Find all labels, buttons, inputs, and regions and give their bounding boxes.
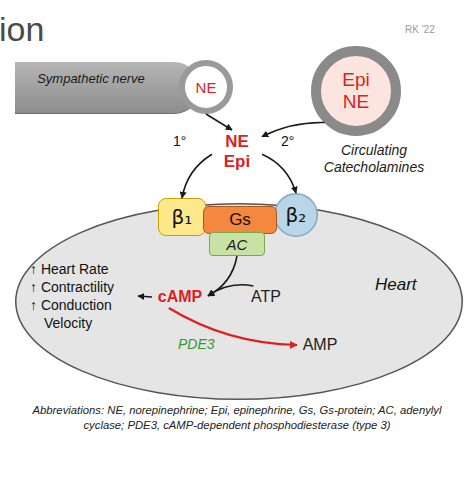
nerve-band: Sympathetic nerveNE <box>15 62 200 114</box>
node-text: Sympathetic nerve <box>21 71 161 87</box>
connector-arrow <box>262 154 296 193</box>
connector-arrow <box>138 296 152 297</box>
node-text: β₁ <box>172 205 193 229</box>
node-text: Epi NE <box>336 69 376 113</box>
receptor-circle: β₂ <box>274 193 318 237</box>
shape-ellipse <box>16 204 463 400</box>
molecule-text-node: ATP <box>245 286 287 308</box>
shape-ellipse <box>316 51 396 131</box>
node-text: AC <box>227 236 248 253</box>
g-protein-box: Gs <box>203 206 277 234</box>
connector-arrow <box>182 154 212 198</box>
receptor-box: β₁ <box>158 198 206 236</box>
node-text: Heart <box>375 275 417 295</box>
node-text: NE <box>196 79 217 96</box>
edge-label: PDE3 <box>178 336 215 352</box>
connector-arrow <box>208 256 237 296</box>
connector-arrow <box>206 114 232 130</box>
effects-list: ↑ Heart Rate↑ Contractility↑ Conduction … <box>30 260 138 332</box>
heading: ion <box>0 10 44 49</box>
nerve-terminal-circle: NE <box>179 60 233 114</box>
node-text: Circulating Catecholamines <box>289 142 459 176</box>
enzyme-box: AC <box>209 232 265 256</box>
node-text: cAMP <box>158 288 202 306</box>
edge-label: 1° <box>173 133 186 149</box>
shape-ellipse <box>275 194 318 237</box>
node-text: ↑ Contractility <box>30 278 117 296</box>
author-note: RK '22 <box>405 24 435 35</box>
node-text: AMP <box>303 336 338 354</box>
node-text: β₂ <box>286 203 307 227</box>
heart-cell: Heart β₁ Gs β₂ AC ↑ Heart Rate↑ Contractility… <box>15 203 463 400</box>
molecule-text-node: cAMP <box>152 286 208 308</box>
connector-arrow <box>208 285 253 296</box>
node-text: ↑ Conduction Velocity <box>30 296 138 332</box>
caption: Abbreviations: NE, norepinephrine; Epi, … <box>31 403 443 433</box>
node-text: ↑ Heart Rate <box>30 260 109 278</box>
ligand-text-node: NE Epi <box>212 130 262 174</box>
node-text: Gs <box>229 210 251 230</box>
node-text: NE Epi <box>217 132 257 172</box>
vesicle-circle: Epi NECirculating Catecholamines <box>311 46 401 136</box>
node-text: ATP <box>251 288 281 306</box>
edge-label: 2° <box>281 133 294 149</box>
shape-ellipse <box>182 63 230 111</box>
molecule-text-node: AMP <box>297 334 343 356</box>
